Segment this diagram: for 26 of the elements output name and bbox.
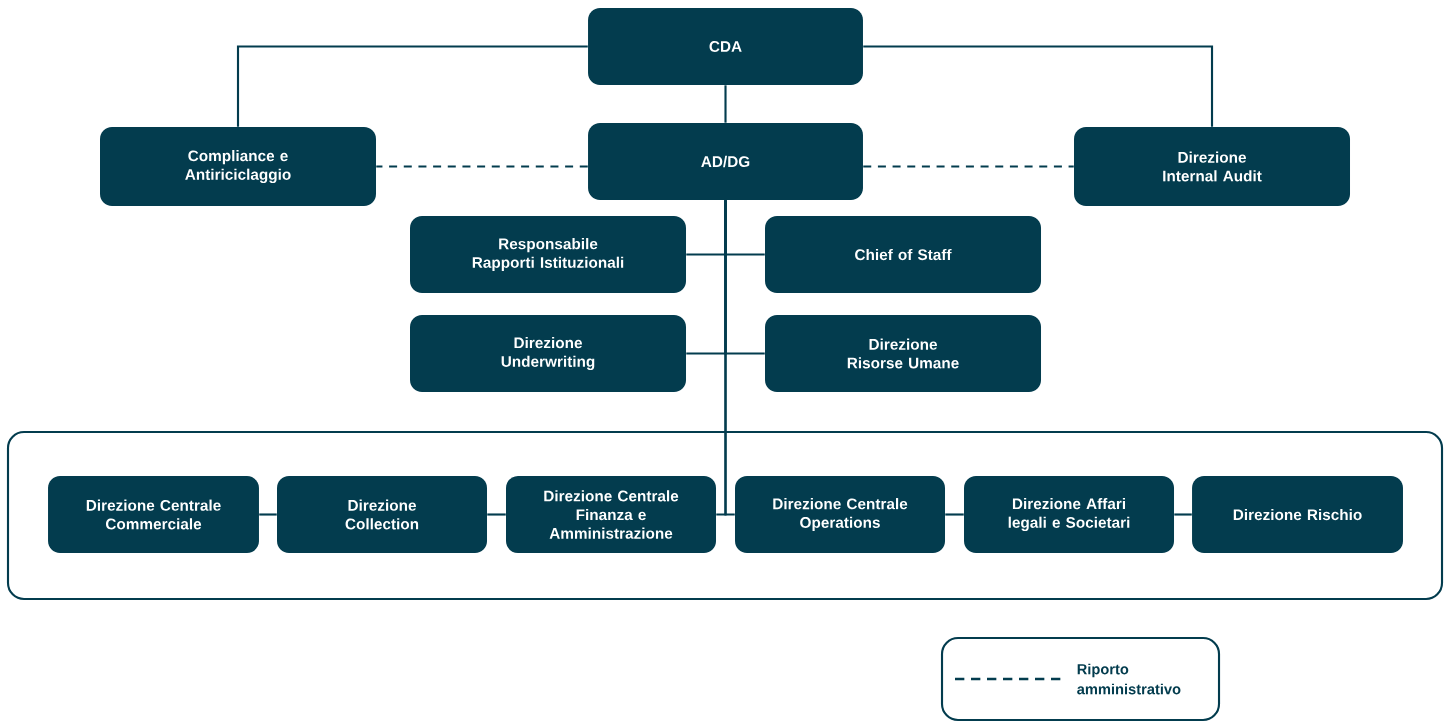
org-box: Responsabile Rapporti Istituzionali xyxy=(410,215,686,294)
connector-line xyxy=(724,85,727,123)
org-box: Direzione Affari legali e Societari xyxy=(964,475,1174,554)
org-box: AD/DG xyxy=(588,122,863,201)
connector-line xyxy=(863,45,1214,127)
connector-line xyxy=(236,45,588,127)
org-box: Direzione Centrale Finanza e Amministrazione xyxy=(506,475,716,554)
org-box: Compliance e Antiriciclaggio xyxy=(100,127,376,206)
org-box: Direzione Centrale Operations xyxy=(735,475,945,554)
connector-line xyxy=(487,513,506,516)
dashed-connector xyxy=(376,165,588,168)
org-box: Direzione Centrale Commerciale xyxy=(48,475,259,554)
org-box: Chief of Staff xyxy=(765,215,1041,294)
connector-line xyxy=(724,200,735,516)
connector-line xyxy=(1174,513,1192,516)
org-box: Direzione Underwriting xyxy=(410,314,686,393)
legend-text: Riporto amministrativo xyxy=(1077,663,1181,695)
org-box: Direzione Risorse Umane xyxy=(765,314,1041,393)
connector-line xyxy=(259,513,277,516)
org-box: CDA xyxy=(588,7,863,86)
org-box: Direzione Rischio xyxy=(1192,475,1403,554)
group-frame xyxy=(6,430,1444,601)
connector-line xyxy=(945,513,964,516)
org-box: Direzione Internal Audit xyxy=(1074,127,1350,206)
org-box: Direzione Collection xyxy=(277,475,487,554)
dashed-connector xyxy=(863,165,1074,168)
